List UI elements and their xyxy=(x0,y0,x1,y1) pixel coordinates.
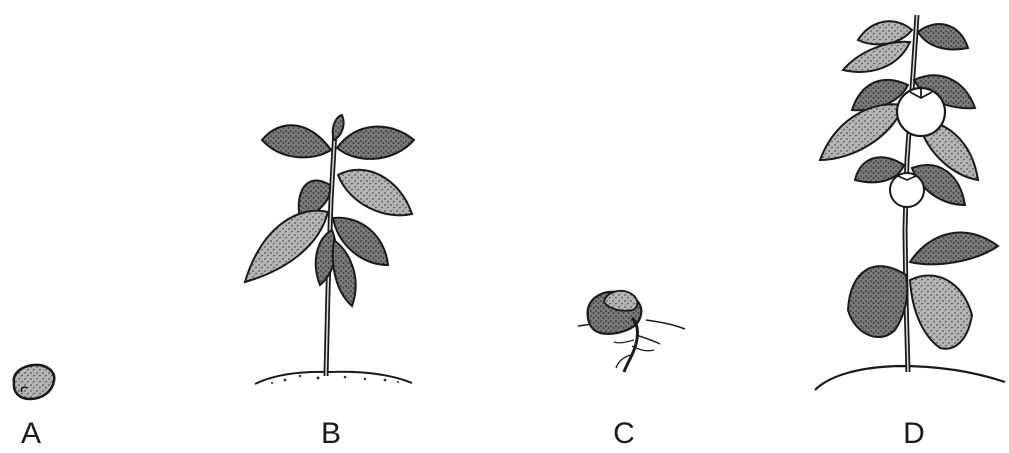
panel-label-d: D xyxy=(903,419,925,449)
